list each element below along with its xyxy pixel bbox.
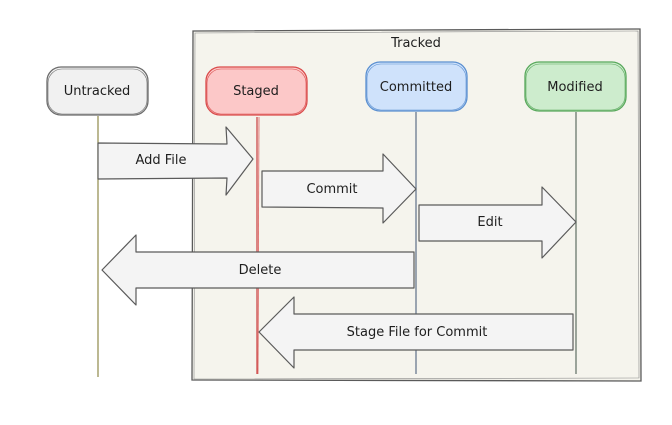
modified-label: Modified [547, 80, 602, 95]
staged-lifeline-sketch [257, 116, 260, 375]
add-file-arrow: Add File [97, 126, 254, 196]
state-nodes: Untracked Staged Committed Modified [46, 61, 627, 116]
commit-arrow: Commit [261, 153, 417, 224]
stage-file-for-commit-arrow: Stage File for Commit [258, 296, 574, 369]
modified-state: Modified [524, 61, 627, 112]
edit-arrow: Edit [418, 186, 577, 259]
commit-label: Commit [306, 182, 357, 197]
untracked-label: Untracked [64, 84, 131, 99]
delete-label: Delete [239, 263, 282, 278]
committed-label: Committed [380, 80, 452, 95]
stage-file-for-commit-label: Stage File for Commit [347, 325, 488, 340]
tracked-label: Tracked [390, 36, 441, 51]
transition-arrows: Add File Commit Edit Delete Stage File f… [97, 126, 577, 369]
committed-state: Committed [365, 61, 468, 112]
delete-arrow: Delete [101, 234, 415, 306]
edit-label: Edit [477, 215, 502, 230]
staged-label: Staged [233, 84, 279, 99]
add-file-label: Add File [135, 153, 186, 168]
untracked-state: Untracked [46, 66, 149, 116]
staged-state: Staged [205, 66, 308, 116]
